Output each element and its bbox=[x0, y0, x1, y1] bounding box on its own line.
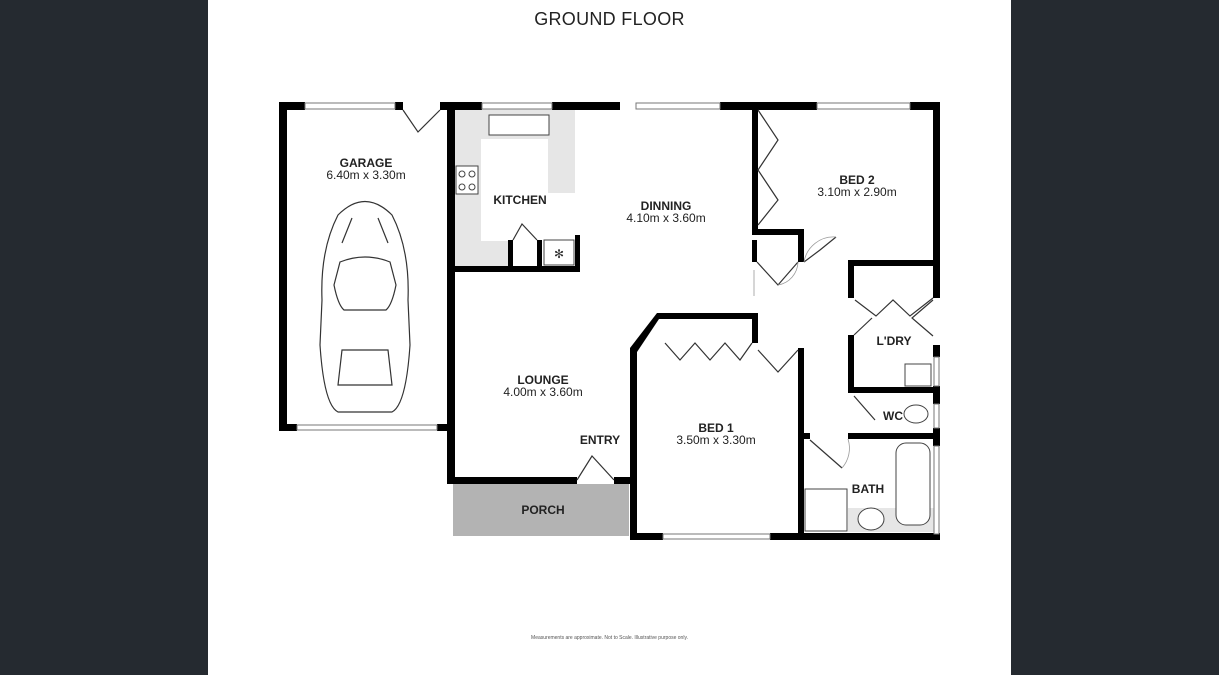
basin bbox=[857, 507, 885, 531]
kitchen-sink bbox=[488, 114, 550, 136]
floor-title: GROUND FLOOR bbox=[534, 9, 685, 29]
room-bed2-size: 3.10m x 2.90m bbox=[817, 185, 896, 199]
room-kitchen-label: KITCHEN bbox=[493, 193, 546, 207]
windows bbox=[296, 102, 940, 540]
porch-area bbox=[453, 484, 629, 536]
kitchen-counter-side bbox=[548, 139, 575, 193]
toilet bbox=[903, 404, 929, 424]
cooktop bbox=[455, 165, 479, 195]
room-garage-size: 6.40m x 3.30m bbox=[326, 168, 405, 182]
disclaimer: Measurements are approximate. Not to Sca… bbox=[531, 635, 688, 641]
room-porch-label: PORCH bbox=[521, 503, 564, 517]
laundry-tub bbox=[904, 363, 932, 387]
fridge bbox=[543, 239, 575, 266]
room-lounge-label: LOUNGE bbox=[517, 373, 568, 387]
room-laundry-label: L'DRY bbox=[876, 334, 911, 348]
svg-text:✻: ✻ bbox=[554, 247, 564, 261]
room-bed1-label: BED 1 bbox=[698, 421, 734, 435]
walls bbox=[279, 102, 940, 540]
doors bbox=[402, 109, 934, 481]
room-garage-label: GARAGE bbox=[340, 156, 393, 170]
fixtures: ✻ bbox=[319, 114, 932, 532]
room-wc-label: WC bbox=[883, 409, 903, 423]
bathtub bbox=[895, 442, 931, 526]
room-bed1-size: 3.50m x 3.30m bbox=[676, 433, 755, 447]
room-bed2-label: BED 2 bbox=[839, 173, 875, 187]
floor-plan-sheet: GROUND FLOOR Measurements are approximat… bbox=[208, 0, 1011, 675]
room-bath-label: BATH bbox=[852, 482, 884, 496]
kitchen-counter-bottom bbox=[481, 241, 508, 267]
shower bbox=[804, 488, 848, 532]
room-entry-label: ENTRY bbox=[580, 433, 620, 447]
room-dinning-size: 4.10m x 3.60m bbox=[626, 211, 705, 225]
room-lounge-size: 4.00m x 3.60m bbox=[503, 385, 582, 399]
room-dinning-label: DINNING bbox=[641, 199, 692, 213]
car-icon bbox=[319, 201, 411, 413]
